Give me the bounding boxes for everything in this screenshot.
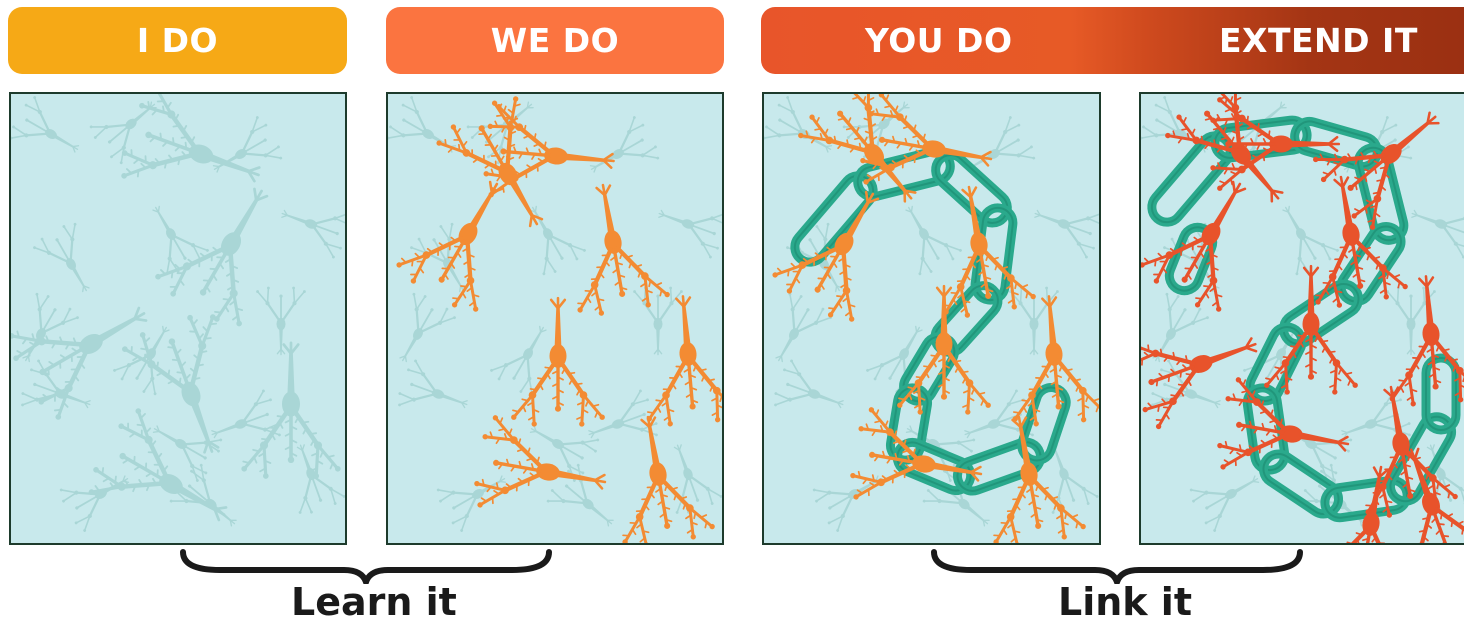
background-neuron-icon — [31, 219, 108, 303]
background-neuron-icon — [579, 114, 663, 191]
neuron-icon — [470, 414, 613, 529]
faint-neuron-icon — [81, 404, 248, 545]
neuron-icon — [636, 292, 724, 428]
neuron-icon — [793, 94, 947, 228]
background-neuron-icon — [388, 289, 458, 373]
panel-we-do — [386, 92, 724, 545]
background-neuron-icon — [11, 289, 81, 373]
background-neuron-icon — [1141, 94, 1220, 171]
background-neuron-icon — [11, 94, 90, 171]
panel-extend-it — [1139, 92, 1464, 545]
background-neuron-icon — [1404, 190, 1464, 260]
background-neuron-icon — [633, 287, 683, 355]
header-we-do-label: WE DO — [491, 21, 619, 60]
neuron-icon — [511, 298, 605, 426]
panel-i-do-illustration — [11, 94, 347, 545]
neuron-icon — [1002, 292, 1101, 428]
learn-it-brace-icon — [180, 548, 552, 584]
background-neuron-icon — [166, 461, 250, 543]
neuron-icon — [602, 409, 717, 545]
background-neuron-icon — [274, 190, 347, 260]
link-it-brace-icon — [931, 548, 1303, 584]
faint-neuron-icon — [241, 343, 340, 479]
background-neuron-icon — [394, 358, 475, 428]
header-you-do-extend-it: YOU DO EXTEND IT — [761, 7, 1464, 74]
neuron-icon — [557, 177, 672, 320]
background-neuron-icon — [511, 195, 588, 279]
header-i-do-label: I DO — [137, 21, 218, 60]
panel-we-do-illustration — [388, 94, 724, 545]
background-neuron-icon — [433, 457, 517, 534]
learn-it-label: Learn it — [291, 580, 457, 624]
panel-you-do-illustration — [764, 94, 1101, 545]
header-we-do: WE DO — [386, 7, 724, 74]
panel-you-do — [762, 92, 1101, 545]
background-neuron-icon — [764, 94, 843, 171]
background-neuron-icon — [955, 114, 1039, 191]
neuron-icon — [432, 94, 577, 247]
panel-extend-it-illustration — [1141, 94, 1464, 545]
background-neuron-icon — [764, 289, 834, 373]
background-neuron-icon — [202, 114, 286, 191]
background-neuron-icon — [809, 457, 893, 534]
header-extend-it-label: EXTEND IT — [1219, 7, 1418, 74]
header-i-do: I DO — [8, 7, 347, 74]
background-neuron-icon — [1027, 190, 1101, 260]
background-neuron-icon — [887, 195, 964, 279]
neuron-icon — [1307, 94, 1464, 235]
faint-neuron-icon — [114, 94, 276, 222]
background-neuron-icon — [651, 190, 724, 260]
background-neuron-icon — [770, 358, 851, 428]
neuron-icon — [482, 103, 618, 208]
panel-i-do — [9, 92, 347, 545]
link-it-label: Link it — [1058, 580, 1192, 624]
header-you-do-label: YOU DO — [865, 7, 1013, 74]
background-neuron-icon — [1264, 195, 1341, 279]
